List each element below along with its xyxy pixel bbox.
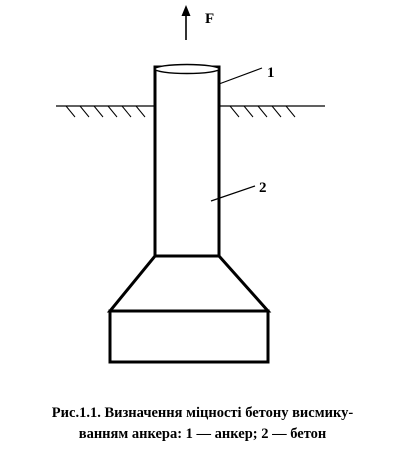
anchor-pullout-diagram: F 1 2 (56, 5, 325, 364)
ground-hatching-left (65, 105, 146, 118)
callout-2-leader (210, 185, 256, 202)
callout-1-leader (218, 67, 263, 85)
force-label: F (205, 11, 214, 27)
force-arrow-head (181, 5, 191, 16)
callout-2-label: 2 (259, 180, 267, 196)
callout-1-label: 1 (267, 65, 275, 81)
ground-hatching-right (229, 105, 296, 118)
caption-line-1: Рис.1.1. Визначення міцності бетону висм… (51, 405, 354, 421)
anchor-top-ellipse (154, 63, 220, 75)
anchor-shaft (153, 65, 221, 258)
anchor-base-plate (108, 309, 270, 364)
force-arrow (181, 5, 191, 40)
figure-caption: Рис.1.1. Визначення міцності бетону висм… (0, 403, 405, 445)
caption-line-2: ванням анкера: 1 — анкер; 2 — бетон (78, 426, 327, 442)
anchor-cone (106, 254, 272, 313)
